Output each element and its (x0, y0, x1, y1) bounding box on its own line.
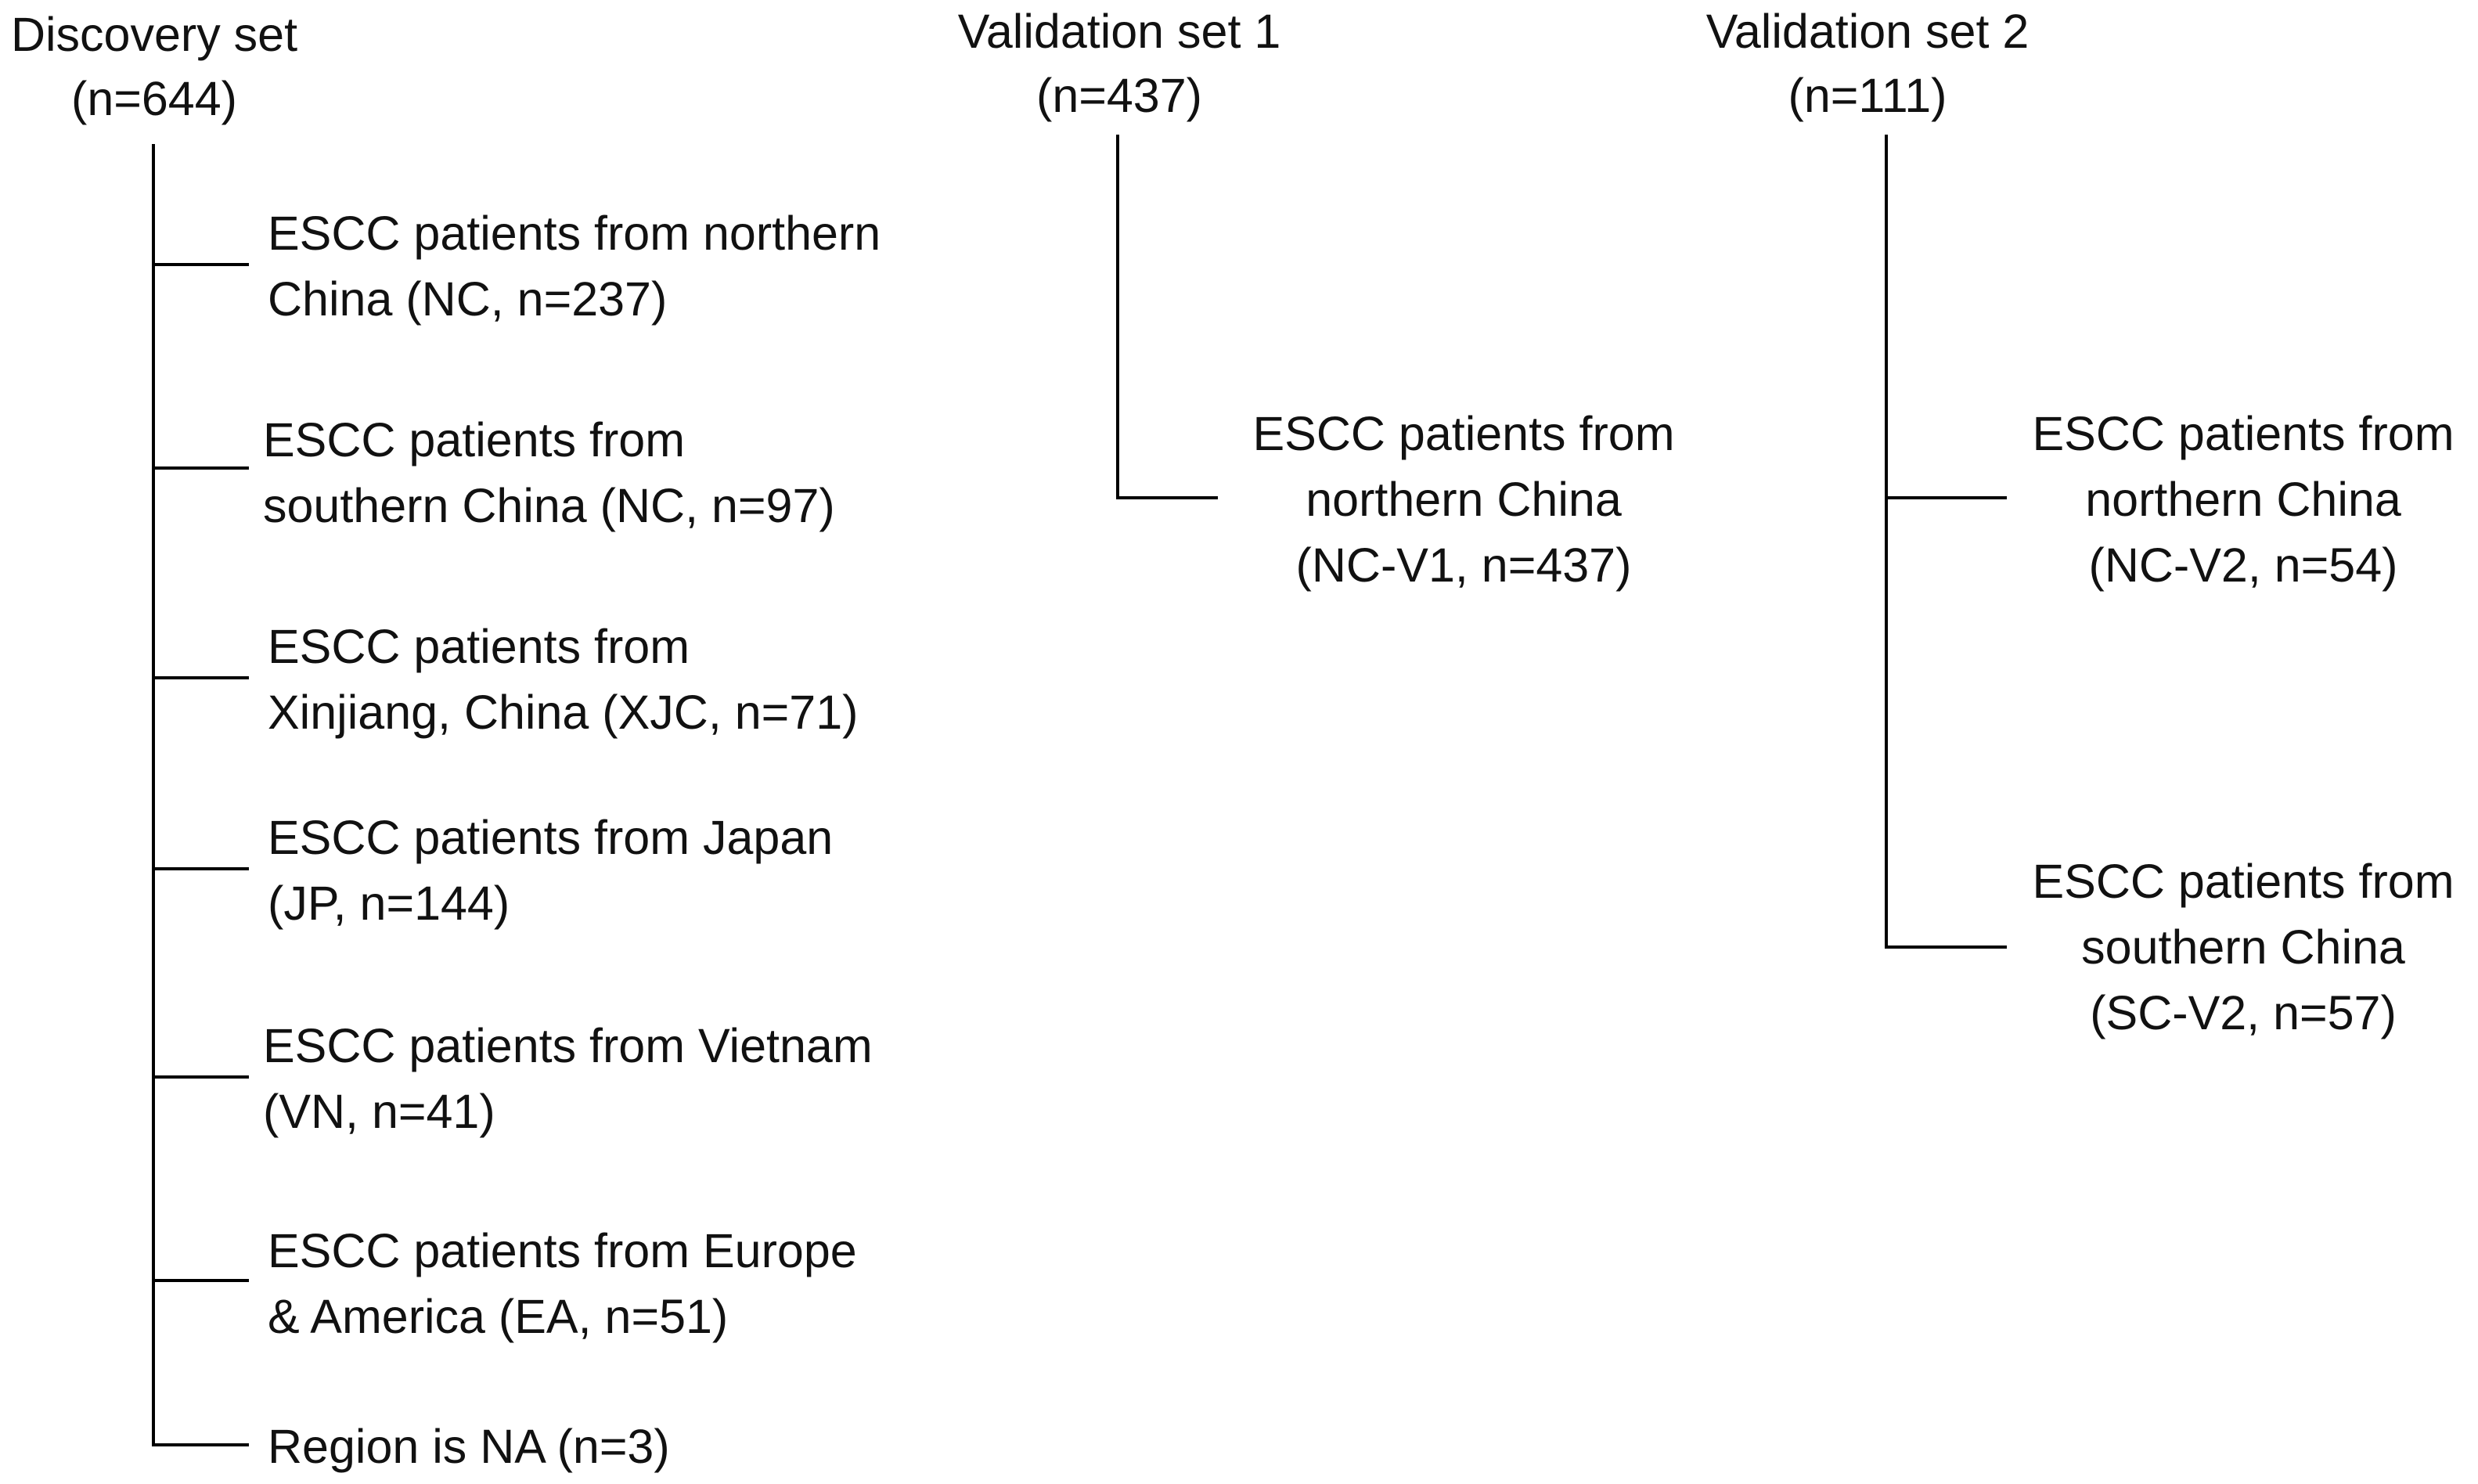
group-label-line: ESCC patients from Japan (268, 811, 834, 864)
group-label-line: ESCC patients from (263, 413, 686, 466)
group-label-line: ESCC patients from (268, 620, 690, 673)
validation1-title: Validation set 1 (957, 5, 1281, 58)
group-label-line: (NC-V1, n=437) (1295, 538, 1632, 592)
group-label-line: ESCC patients from northern (268, 207, 881, 260)
validation2-count: (n=111) (1788, 69, 1947, 122)
discovery-set-title: Discovery set (10, 8, 298, 61)
group-label-line: ESCC patients from (2032, 407, 2455, 460)
group-label-line: (SC-V2, n=57) (2090, 986, 2397, 1039)
validation2-title: Validation set 2 (1705, 5, 2030, 58)
group-label-line: southern China (NC, n=97) (263, 479, 835, 532)
validation1-count: (n=437) (1036, 69, 1202, 122)
group-label-line: northern China (1306, 473, 1622, 526)
group-label-line: & America (EA, n=51) (268, 1290, 729, 1343)
group-label-line: China (NC, n=237) (268, 272, 668, 326)
group-label-line: Xinjiang, China (XJC, n=71) (268, 686, 859, 739)
group-label-line: northern China (2085, 473, 2401, 526)
group-label-line: (JP, n=144) (268, 877, 510, 930)
group-label-line: southern China (2081, 920, 2405, 974)
group-label-line: (NC-V2, n=54) (2088, 538, 2398, 592)
group-label-line: (VN, n=41) (263, 1085, 495, 1138)
group-label-line: ESCC patients from (1252, 407, 1675, 460)
group-label-line: Region is NA (n=3) (268, 1420, 670, 1473)
discovery-set-count: (n=644) (71, 72, 237, 125)
group-label-line: ESCC patients from Europe (268, 1224, 857, 1277)
group-label-line: ESCC patients from Vietnam (263, 1019, 873, 1072)
group-label-line: ESCC patients from (2032, 855, 2455, 908)
